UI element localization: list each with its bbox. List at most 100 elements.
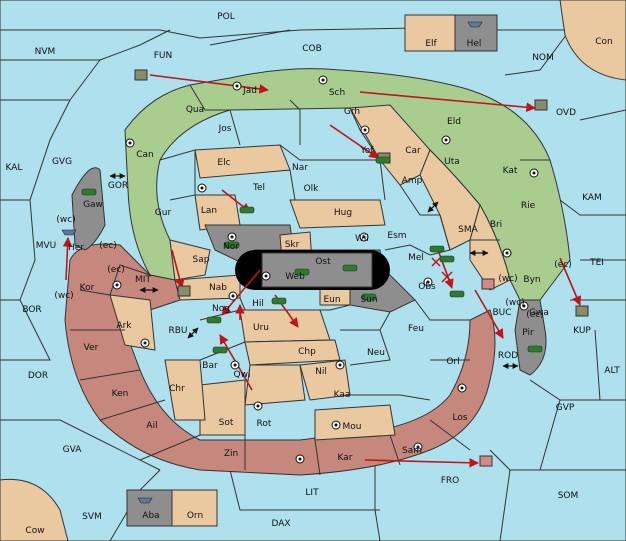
land-label-34: Sun	[360, 295, 377, 305]
land-label-4: Grh	[344, 107, 360, 117]
land-label-12: Kat	[503, 166, 518, 176]
inner-provinces	[109, 104, 511, 441]
coast-label-3: (wc)	[54, 291, 73, 301]
land-label-43: Pir	[522, 328, 534, 338]
land-label-20: Rie	[521, 201, 536, 211]
sea-label-2: FUN	[154, 51, 173, 61]
land-label-6: Elc	[217, 158, 230, 168]
land-label-10: Eld	[447, 117, 461, 127]
land-label-32: Nab	[209, 283, 227, 293]
sea-label-18: KAM	[582, 193, 602, 203]
land-label-16: Lan	[201, 206, 217, 216]
adjacency-arrows	[109, 173, 519, 369]
land-label-7: Nar	[292, 163, 308, 173]
coast-label-7: (ec)	[526, 310, 544, 320]
land-label-39: Nog	[212, 304, 230, 314]
land-label-18: Gur	[155, 208, 172, 218]
land-label-1: Sch	[329, 88, 345, 98]
province-elf[interactable]	[404, 14, 456, 52]
sea-label-28: DAX	[271, 519, 290, 529]
land-label-44: Chp	[298, 347, 316, 357]
land-label-30: Her	[68, 243, 84, 253]
land-label-61: Sam	[402, 446, 422, 456]
sea-label-29: Cow	[25, 526, 44, 536]
land-label-64: Aba	[142, 511, 159, 521]
land-label-5: Can	[136, 150, 154, 160]
coast-label-5: (wc)	[498, 274, 517, 284]
sea-label-26: LIT	[305, 488, 319, 498]
land-label-13: Tel	[252, 183, 265, 193]
land-label-56: Sot	[219, 418, 234, 428]
land-label-50: Nil	[315, 367, 327, 377]
sea-label-24: SOM	[558, 491, 579, 501]
sea-label-19: KUP	[573, 326, 591, 336]
land-label-0: Jad	[242, 86, 257, 96]
land-label-14: Olk	[304, 184, 320, 194]
province-aba[interactable]	[126, 489, 173, 527]
land-label-35: Obs	[418, 282, 436, 292]
coast-label-2: (ec)	[107, 265, 125, 275]
land-label-40: Ark	[116, 321, 132, 331]
land-label-49: Orl	[446, 357, 459, 367]
land-label-38: Hil	[252, 299, 264, 309]
sea-label-21: ROD	[498, 351, 518, 361]
sea-label-6: Con	[595, 37, 613, 47]
province-hel[interactable]	[454, 14, 498, 52]
sea-label-5: OVD	[556, 108, 576, 118]
land-label-46: Ver	[84, 343, 99, 353]
sea-label-23: GVP	[556, 403, 575, 413]
land-label-17: Hug	[334, 208, 352, 218]
units	[61, 21, 589, 504]
supply-centers	[112, 75, 539, 464]
land-label-58: Mou	[343, 422, 362, 432]
land-label-23: Esm	[387, 231, 406, 241]
land-label-48: Qwi	[234, 370, 251, 380]
land-label-27: Web	[285, 272, 305, 282]
province-orn[interactable]	[171, 489, 218, 527]
province-cow[interactable]	[0, 478, 69, 541]
sea-label-1: NVM	[35, 47, 56, 57]
land-label-41: Uru	[253, 323, 269, 333]
land-label-63: Hel	[467, 39, 482, 49]
sea-label-14: DOR	[28, 371, 48, 381]
land-label-57: Rot	[257, 419, 272, 429]
sea-label-15: GVA	[63, 445, 83, 455]
sea-label-27: SVM	[82, 512, 102, 522]
sea-label-10: MVU	[36, 241, 57, 251]
sea-label-22: ALT	[604, 366, 620, 376]
sea-label-17: TEI	[589, 258, 604, 268]
land-label-60: Kar	[338, 453, 353, 463]
land-label-24: Nor	[223, 242, 239, 252]
land-label-11: Uta	[444, 157, 460, 167]
coast-label-0: (wc)	[56, 215, 75, 225]
land-label-36: Byn	[523, 275, 540, 285]
land-label-28: Mel	[408, 253, 424, 263]
land-label-22: Wil	[355, 234, 369, 244]
land-label-9: Car	[405, 146, 421, 156]
sea-label-12: BOR	[22, 305, 41, 315]
land-label-54: Los	[452, 413, 467, 423]
land-label-31: Kor	[80, 283, 95, 293]
coast-label-6: (wc)	[505, 298, 524, 308]
internal-borders	[70, 84, 550, 476]
land-label-42: Feu	[408, 324, 424, 334]
sea-label-25: FRO	[441, 476, 460, 486]
sea-label-11: MIT	[135, 275, 151, 285]
land-label-25: Skr	[285, 240, 300, 250]
land-label-47: Bar	[202, 361, 218, 371]
sea-label-20: BUC	[492, 308, 511, 318]
province-gaw[interactable]	[71, 167, 106, 251]
sea-label-13: RBU	[168, 326, 187, 336]
land-label-8: Yof	[360, 146, 375, 156]
land-label-59: Zin	[224, 449, 238, 459]
land-label-2: Qua	[186, 105, 204, 115]
land-label-62: Elf	[425, 39, 437, 49]
coast-label-1: (ec)	[99, 241, 117, 251]
land-label-19: Bri	[490, 220, 502, 230]
land-label-51: Ken	[112, 389, 129, 399]
land-label-33: Eun	[323, 295, 340, 305]
province-pir[interactable]	[514, 299, 547, 376]
coast-label-4: (ec)	[554, 260, 572, 270]
